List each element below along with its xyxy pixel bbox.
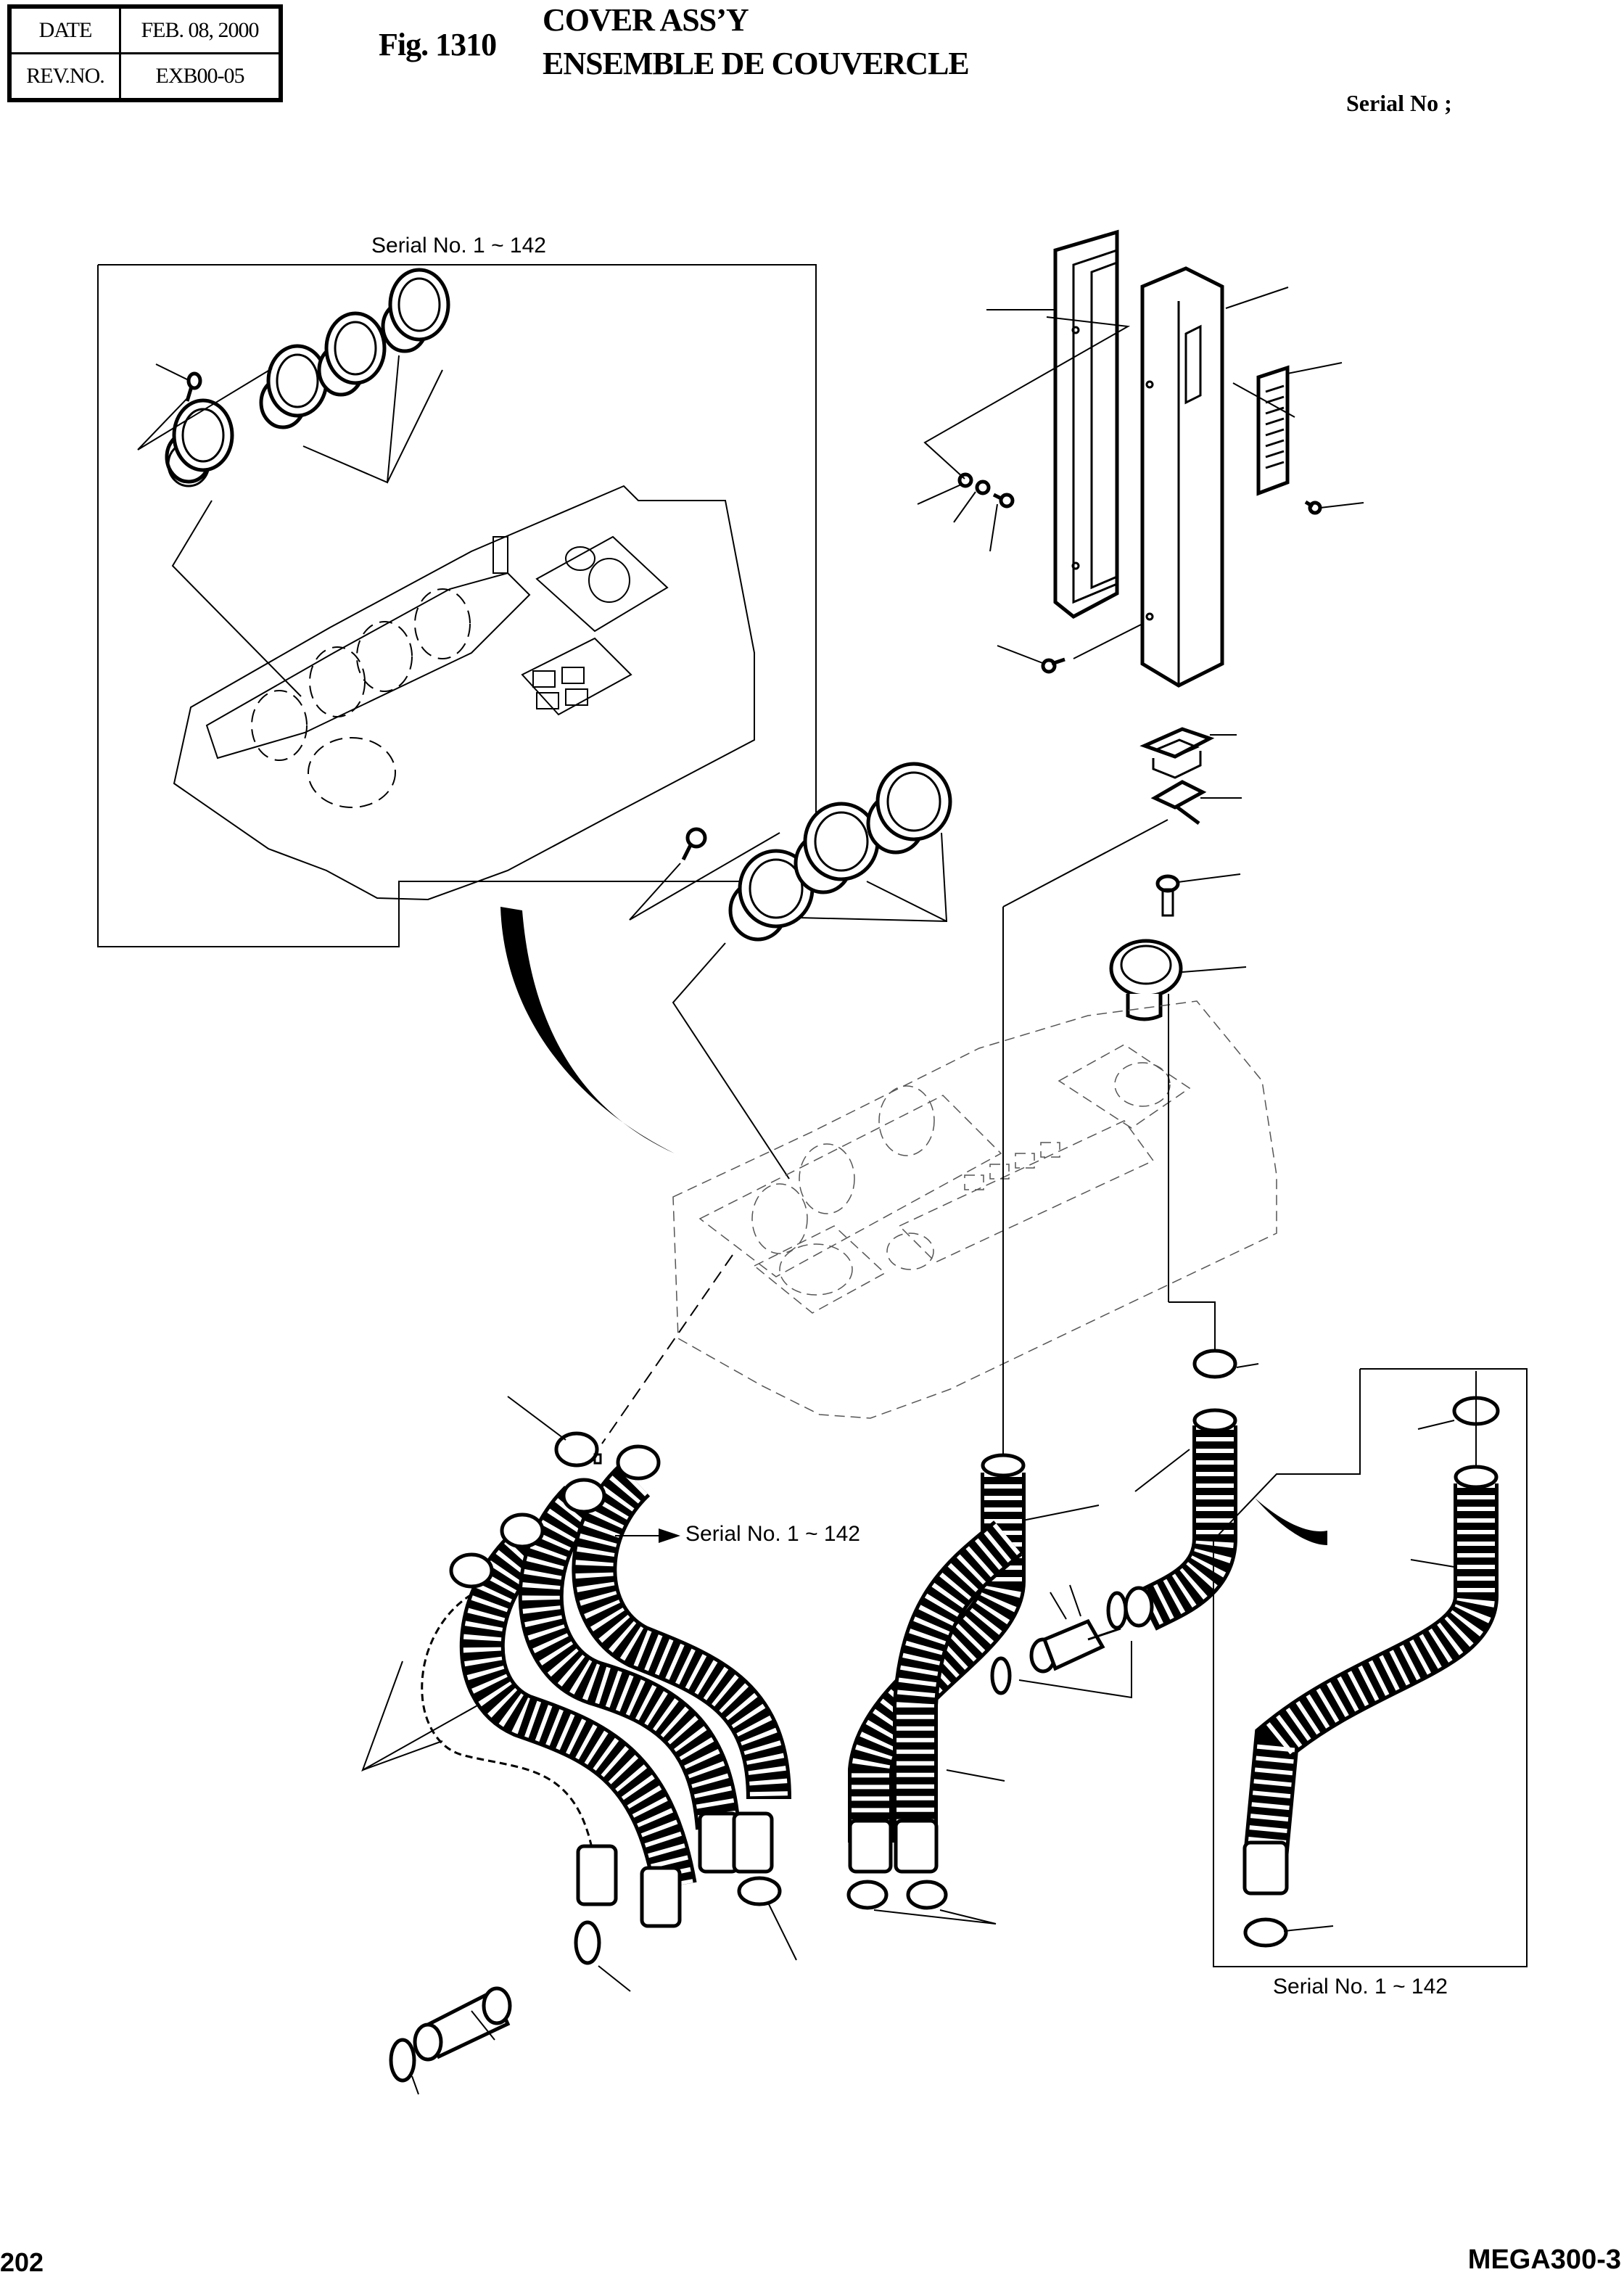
- corrugated-hose: [572, 1463, 791, 1874]
- hose-clamp: [906, 1880, 948, 1910]
- side-pillar-cover: [1053, 229, 1119, 619]
- hose-clamp: [574, 1920, 601, 1965]
- revision-table: DATE FEB. 08, 2000 REV.NO. EXB00-05: [7, 4, 283, 102]
- revision-value: EXB00-05: [119, 52, 282, 102]
- screw: [681, 827, 707, 861]
- vent-louver: [381, 268, 450, 353]
- inset-console-cover: [173, 485, 755, 901]
- hose-clamp: [1192, 1349, 1237, 1379]
- hose-end: [561, 1478, 606, 1514]
- figure-number: Fig. 1310: [379, 27, 497, 62]
- corrugated-hose: [518, 1486, 741, 1874]
- screw: [1304, 500, 1322, 515]
- hose-clamp: [737, 1876, 782, 1906]
- vent-louver: [317, 311, 387, 397]
- inset-frame-bottom-right: [1213, 1368, 1528, 1967]
- corrugated-hose: [459, 1528, 697, 1928]
- hose-clamp: [1106, 1591, 1128, 1630]
- inset-vent-louvers: [137, 268, 450, 697]
- serial-note-inset-top-left: Serial No. 1 ~ 142: [371, 234, 546, 258]
- corrugated-hose: [1242, 1465, 1499, 1896]
- pillar-cover-with-grille: [1140, 266, 1224, 688]
- vent-louver: [259, 344, 329, 429]
- hose-end: [500, 1513, 545, 1549]
- serial-note-hoses: Serial No. 1 ~ 142: [685, 1522, 860, 1546]
- figure-title-french: ENSEMBLE DE COUVERCLE: [543, 46, 970, 81]
- grille: [1256, 365, 1290, 496]
- serial-number-label: Serial No ;: [1346, 90, 1452, 116]
- inset-frame-top-left: [97, 264, 817, 947]
- vent-louver: [165, 398, 234, 487]
- serial-note-inset-bottom-right: Serial No. 1 ~ 142: [1273, 1975, 1448, 1999]
- connector-tube: [1029, 1618, 1121, 1674]
- hose-clamp: [846, 1880, 889, 1910]
- page-number: 202: [0, 2247, 44, 2277]
- corrugated-hose: [1124, 1408, 1237, 1631]
- round-vent: [1109, 939, 1183, 1021]
- date-label: DATE: [8, 5, 121, 54]
- corrugated-hose: [403, 1576, 618, 1906]
- screw: [1041, 657, 1066, 674]
- vent-bracket: [1150, 780, 1207, 826]
- hose-clamp: [1243, 1917, 1288, 1948]
- date-value: FEB. 08, 2000: [119, 5, 282, 54]
- straight-corrugated-hose: [413, 1986, 512, 2062]
- hose-end: [449, 1552, 494, 1589]
- hose-end: [616, 1444, 661, 1481]
- hose-clamp: [554, 1431, 602, 1468]
- arrow-head: [659, 1528, 680, 1543]
- model-number: MEGA300-3: [1467, 2244, 1621, 2275]
- console-cover: [672, 1000, 1277, 1419]
- direction-arrow: [500, 907, 675, 1153]
- hose-clamp: [990, 1656, 1012, 1695]
- hose-clamp: [389, 2038, 416, 2083]
- screw: [1155, 874, 1180, 917]
- corrugated-hose: [893, 1520, 1023, 1874]
- bolt: [992, 493, 1015, 509]
- lock-washer: [975, 480, 991, 495]
- square-vent: [1139, 727, 1215, 779]
- direction-arrow: [1255, 1498, 1327, 1545]
- vent-louvers: [728, 762, 952, 942]
- figure-title-english: COVER ASS’Y: [543, 2, 749, 38]
- revision-label: REV.NO.: [8, 52, 121, 102]
